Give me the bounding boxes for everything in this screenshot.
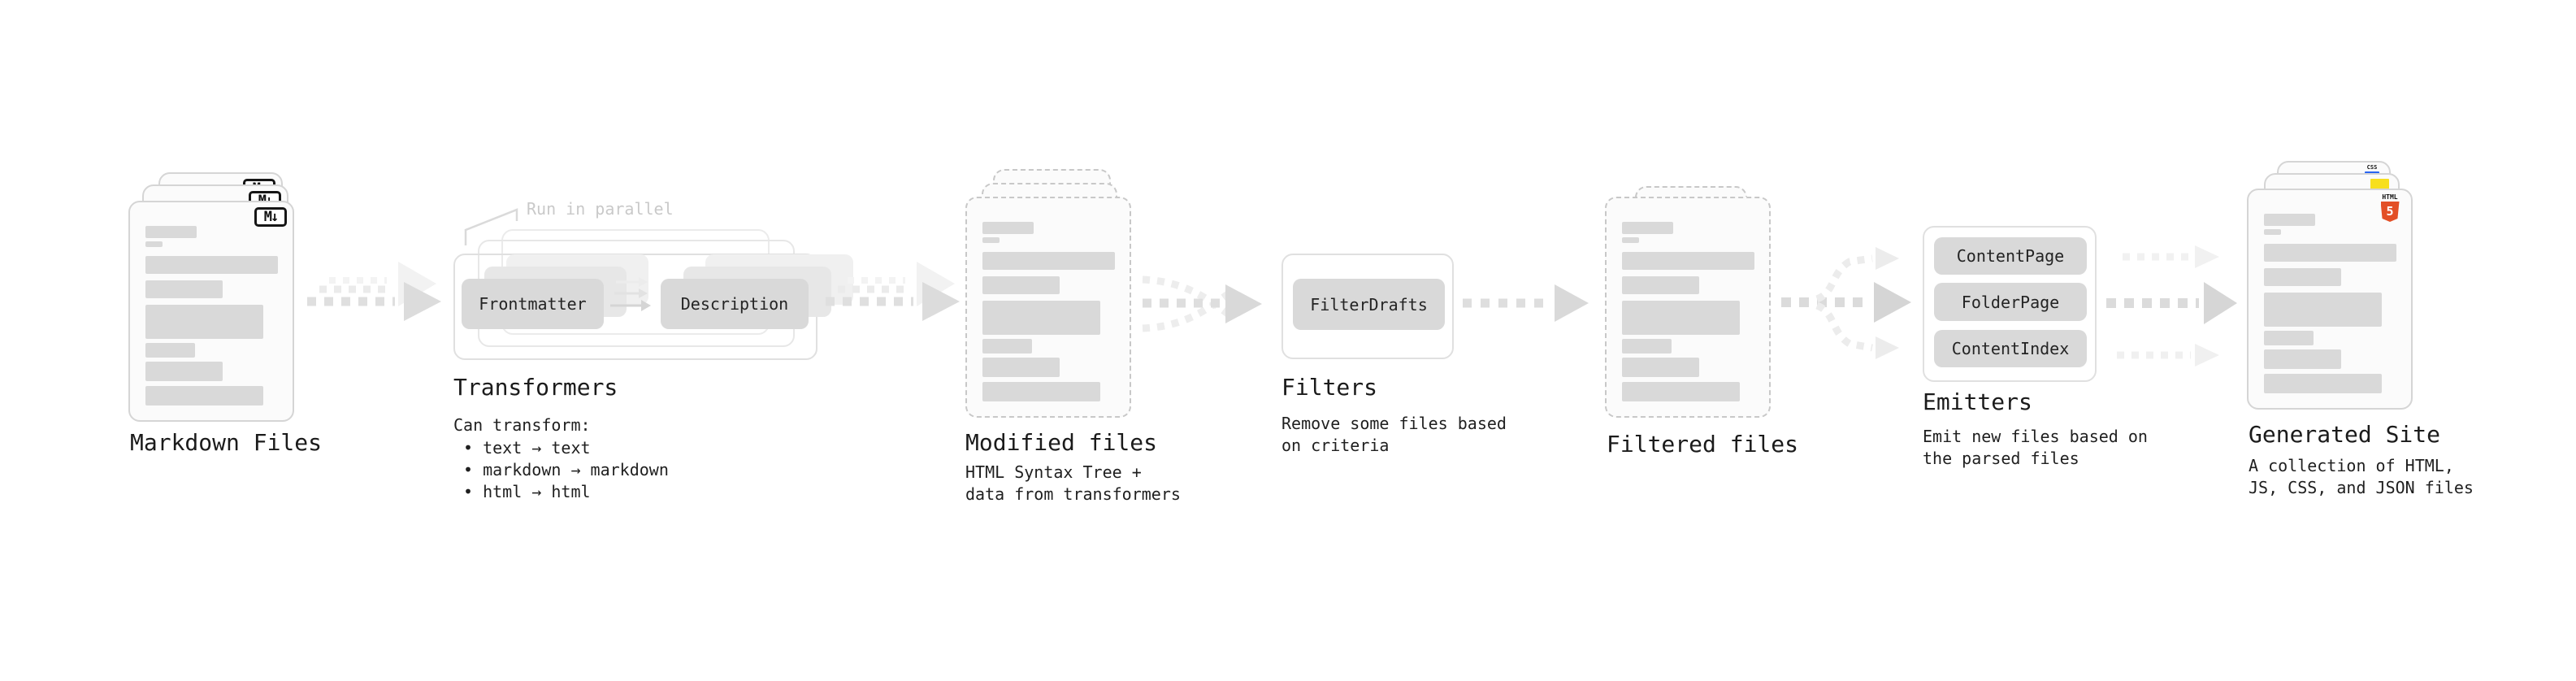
arrow-markdown-to-transformers: [307, 262, 441, 321]
generated-site-description: A collection of HTML, JS, CSS, and JSON …: [2249, 456, 2474, 497]
markdown-icon: M↓: [254, 207, 287, 227]
bullet-item: • html → html: [463, 482, 591, 501]
run-in-parallel-label: Run in parallel: [527, 199, 674, 219]
description-box: Description: [661, 279, 809, 329]
js-file-icon: [2370, 179, 2389, 189]
css-icon-underline: [2365, 171, 2379, 174]
css-icon-label: CSS: [2366, 164, 2378, 171]
filters-container: [1281, 254, 1454, 359]
doc-skeleton-lines: [1622, 198, 1769, 416]
doc-skeleton-lines: [2264, 190, 2411, 408]
html5-icon-label: HTML: [2382, 193, 2398, 201]
filtered-doc-front: [1605, 197, 1771, 418]
doc-skeleton-lines: [982, 198, 1130, 416]
filters-description: Remove some files based on criteria: [1281, 414, 1507, 455]
contentindex-box: ContentIndex: [1934, 330, 2087, 367]
filterdrafts-box: FilterDrafts: [1293, 279, 1445, 330]
transformers-bullet-list: • text → text • markdown → markdown • ht…: [463, 437, 669, 503]
css-file-icon: CSS: [2365, 165, 2379, 174]
arrow-emitters-to-generated: [2106, 245, 2237, 367]
bullet-item: • text → text: [463, 438, 591, 458]
bullet-item: • markdown → markdown: [463, 460, 669, 479]
markdown-files-label: Markdown Files: [130, 429, 323, 456]
emitters-title: Emitters: [1923, 388, 2032, 415]
filters-title: Filters: [1281, 374, 1378, 401]
frontmatter-box: Frontmatter: [462, 279, 604, 329]
arrow-filters-to-filtered: [1463, 284, 1589, 322]
modified-doc-front: [965, 197, 1131, 418]
doc-skeleton-lines: [145, 202, 293, 420]
html5-icon: HTML 5: [2379, 194, 2400, 222]
arrow-modified-to-filters: [1142, 275, 1262, 332]
modified-files-description: HTML Syntax Tree + data from transformer…: [965, 462, 1181, 504]
markdown-doc-front: M↓: [128, 201, 294, 422]
generated-site-label: Generated Site: [2249, 421, 2441, 448]
html5-icon-number: 5: [2386, 204, 2394, 219]
generated-doc-html: HTML 5: [2247, 189, 2413, 410]
html5-icon-shield: 5: [2380, 202, 2400, 222]
emitters-description: Emit new files based on the parsed files: [1923, 427, 2148, 468]
transformers-description-heading: Can transform:: [453, 415, 591, 435]
filtered-files-label: Filtered files: [1607, 431, 1799, 458]
arrow-filtered-to-emitters: [1781, 247, 1911, 359]
modified-files-label: Modified files: [965, 429, 1158, 456]
transformers-title: Transformers: [453, 374, 618, 401]
contentpage-box: ContentPage: [1934, 237, 2087, 275]
folderpage-box: FolderPage: [1934, 283, 2087, 321]
emitters-container: [1923, 226, 2097, 382]
